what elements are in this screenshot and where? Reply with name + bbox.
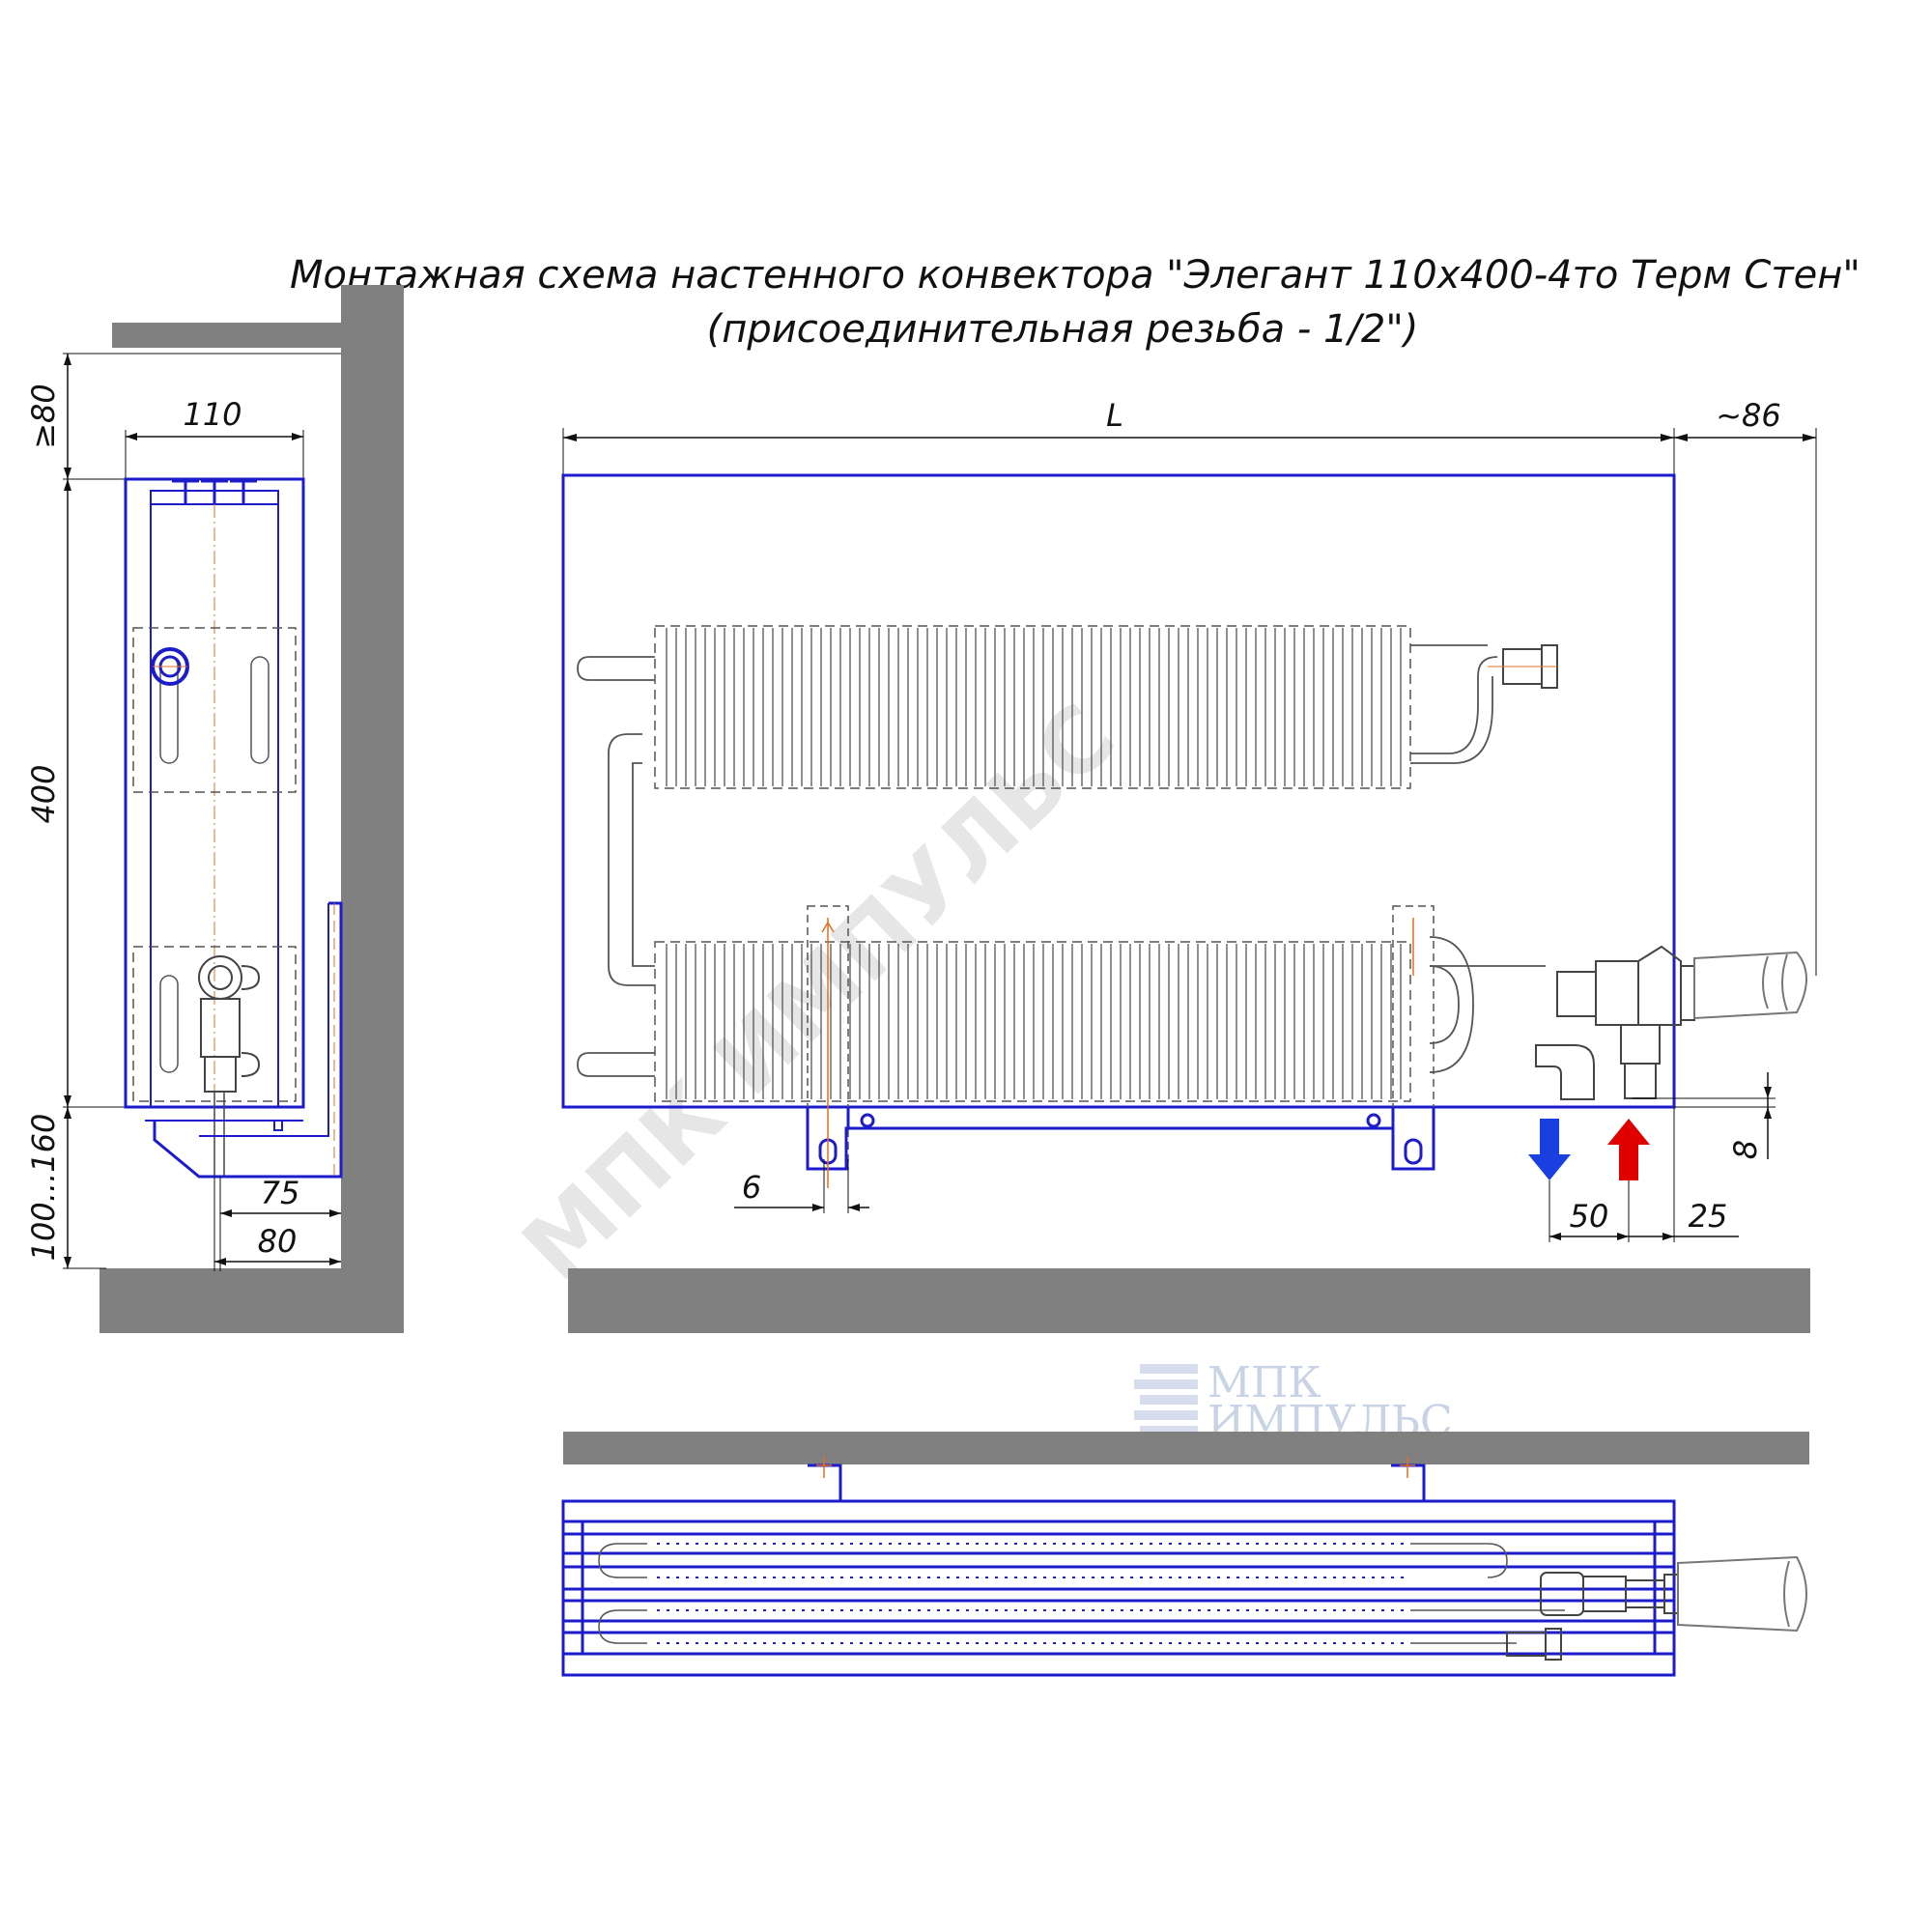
logo-mark-icon — [1134, 1364, 1198, 1435]
dim-bracket-80: 80 — [258, 1223, 298, 1260]
side-view: ≥80 400 100...160 110 — [25, 285, 404, 1333]
bracket-center-marks — [821, 918, 1414, 1188]
top-grille-bars — [563, 1520, 1674, 1656]
dim-pipe-edge: 25 — [1689, 1198, 1728, 1235]
diagram-subtitle: (присоединительная резьба - 1/2") — [706, 307, 1419, 352]
dim-width: 110 — [183, 396, 242, 433]
top-wall — [563, 1432, 1809, 1464]
upper-fins — [666, 628, 1402, 786]
dim-height: 400 — [25, 764, 62, 823]
top-fitting-icon — [1506, 1628, 1562, 1661]
side-wall — [99, 285, 404, 1333]
dim-length: L — [1106, 397, 1123, 434]
dim-bracket-offset: 6 — [742, 1169, 761, 1206]
upper-fitting-icon — [1488, 644, 1558, 689]
dim-top-clearance: ≥80 — [25, 384, 62, 449]
dim-pipe-spacing: 50 — [1570, 1198, 1609, 1235]
logo-line-1: МПК — [1208, 1358, 1321, 1407]
thermostatic-valve-icon — [1556, 945, 1807, 1099]
elbow-fitting-icon — [1535, 1044, 1595, 1100]
dim-floor-gap: 100...160 — [25, 1114, 62, 1262]
side-bracket — [153, 901, 343, 1179]
right-pipe-loops — [1410, 644, 1546, 1073]
front-bracket-dashed — [807, 905, 1435, 1170]
top-valve-icon — [1540, 1555, 1807, 1633]
front-casing — [561, 473, 1676, 1109]
top-fin-rows — [657, 1543, 1410, 1644]
front-floor — [568, 1268, 1810, 1333]
top-brackets — [808, 1463, 1426, 1501]
front-brackets — [806, 1107, 1435, 1171]
top-view — [561, 1432, 1809, 1677]
side-valve-icon — [198, 955, 242, 1000]
dim-valve-offset: ~86 — [1716, 397, 1781, 434]
supply-arrow-icon — [1607, 1119, 1650, 1180]
left-pipe-loops — [577, 656, 655, 1077]
front-view: L ~86 — [561, 397, 1817, 1333]
side-ceiling — [112, 323, 341, 348]
diagram-title: Монтажная схема настенного конвектора "Э… — [290, 253, 1861, 298]
dim-pipe-height: 8 — [1727, 1140, 1764, 1159]
return-arrow-icon — [1528, 1119, 1571, 1180]
top-pipes — [598, 1543, 1565, 1644]
dim-bracket-75: 75 — [261, 1175, 300, 1211]
lower-fins — [666, 944, 1402, 1099]
